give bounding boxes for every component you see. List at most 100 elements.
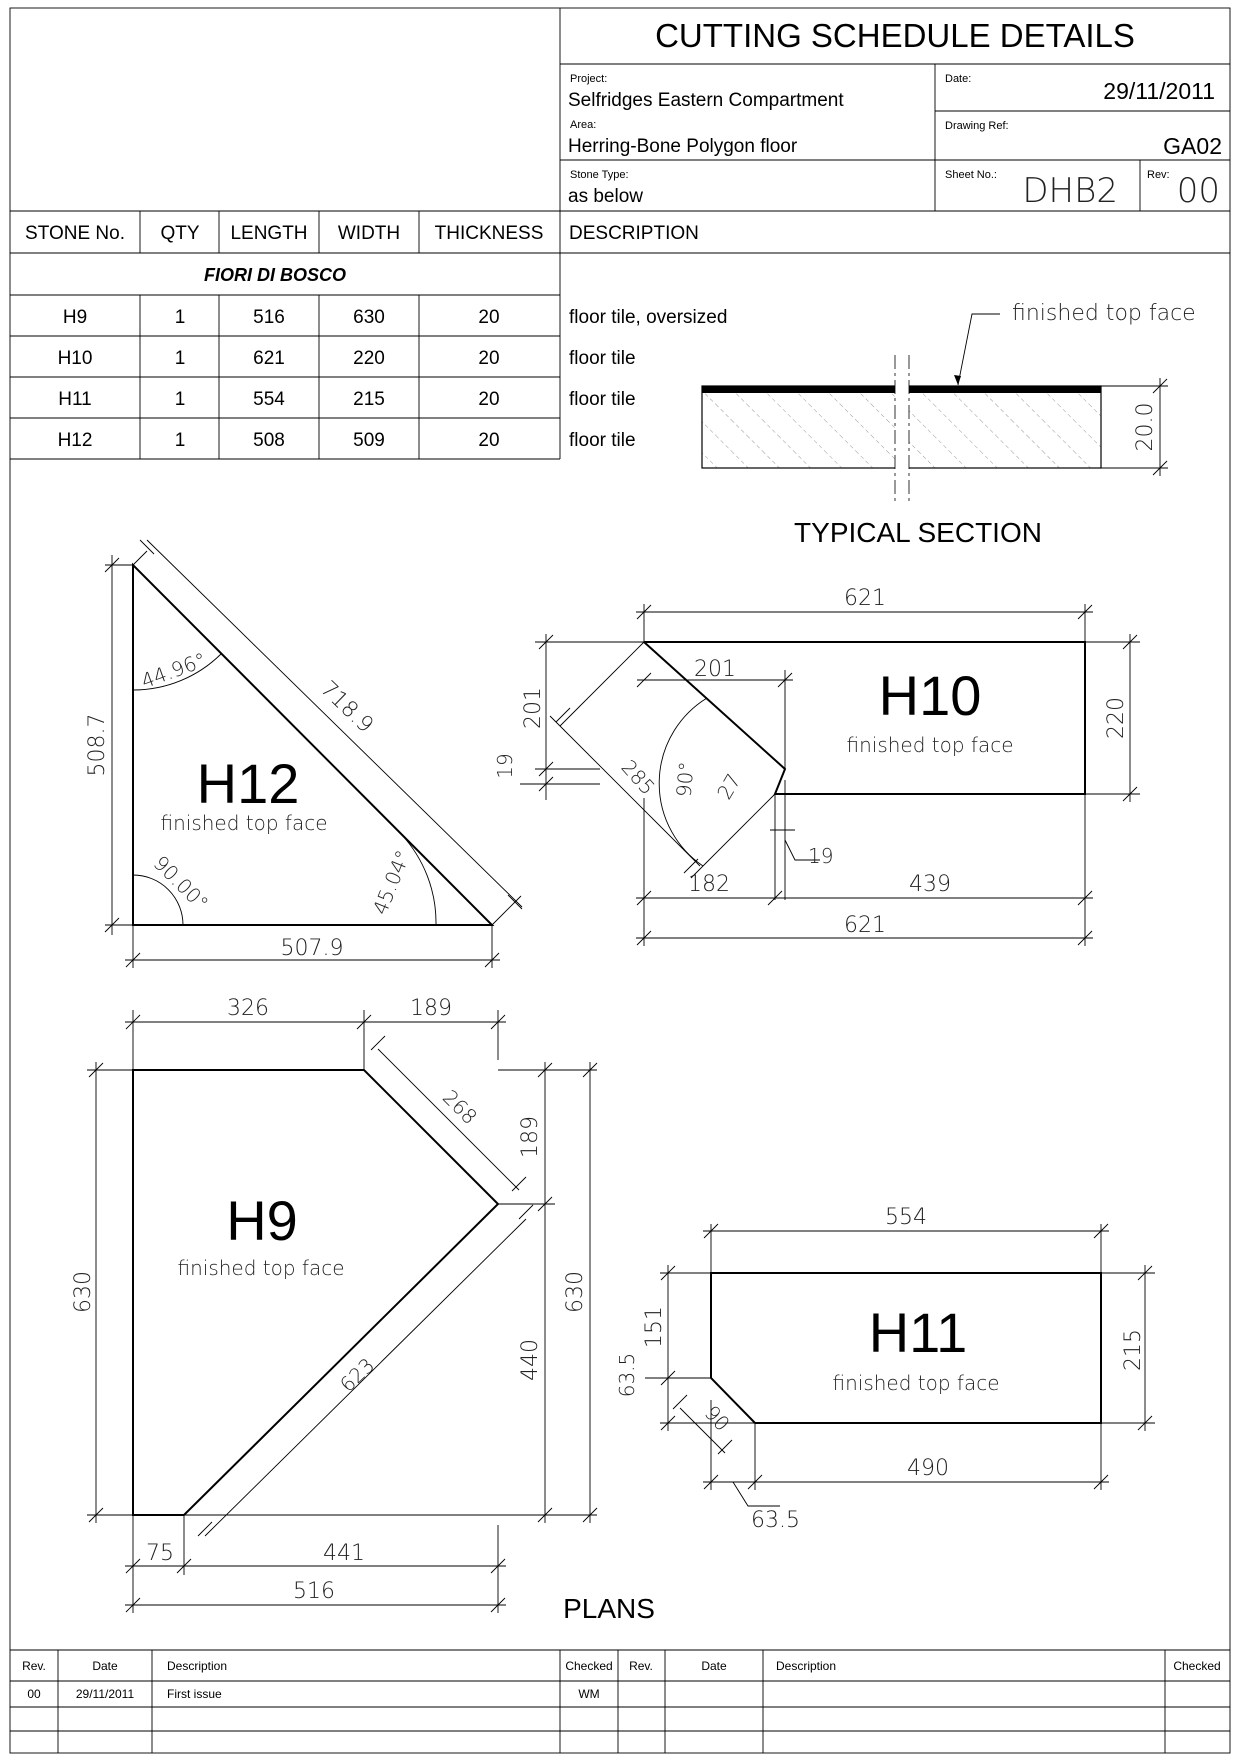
- cell-length: 516: [253, 307, 285, 328]
- stone-type-value: as below: [568, 186, 643, 207]
- stone-type-label: Stone Type:: [570, 169, 629, 181]
- h10-bottom-621-dim: 621: [844, 913, 886, 938]
- rev-col-checked-2: Checked: [1173, 1659, 1220, 1673]
- piece-h12: 508.7 718.9 507.9 44.96° 90.00° 45.04° H…: [85, 539, 523, 968]
- cell-width: 215: [353, 389, 385, 410]
- sheet-title: CUTTING SCHEDULE DETAILS: [655, 17, 1135, 54]
- rev-cell-checked: WM: [578, 1687, 599, 1701]
- cell-stone: H10: [58, 348, 93, 369]
- col-header-width: WIDTH: [338, 223, 400, 244]
- table-row: H12 1 508 509 20 floor tile: [58, 430, 636, 451]
- cell-thickness: 20: [478, 348, 499, 369]
- h10-left-19-dim: 19: [493, 753, 517, 778]
- cell-stone: H11: [58, 389, 91, 410]
- stone-group-label: FIORI DI BOSCO: [204, 265, 346, 285]
- h9-right-440-dim: 440: [518, 1339, 543, 1381]
- table-row: H9 1 516 630 20 floor tile, oversized: [63, 307, 728, 328]
- h11-top-dim: 554: [885, 1205, 927, 1230]
- rev-col-date: Date: [92, 1659, 118, 1673]
- cell-length: 621: [253, 348, 285, 369]
- cell-description: floor tile, oversized: [569, 307, 727, 328]
- piece-h9: 326 189 268 630 189 440 630 623: [71, 996, 598, 1613]
- col-header-length: LENGTH: [230, 223, 307, 244]
- h10-19b-dim: 19: [808, 844, 833, 868]
- h10-notch-dim: 201: [694, 657, 736, 682]
- h9-height-left-dim: 630: [71, 1271, 96, 1313]
- h10-height-dim: 220: [1104, 697, 1129, 739]
- h9-bottom-75-dim: 75: [146, 1541, 174, 1566]
- h11-diag-dim: 90: [700, 1401, 735, 1436]
- cell-description: floor tile: [569, 430, 636, 451]
- col-header-qty: QTY: [160, 223, 199, 244]
- cell-width: 630: [353, 307, 385, 328]
- table-row: H10 1 621 220 20 floor tile: [58, 348, 636, 369]
- section-title: TYPICAL SECTION: [794, 517, 1042, 548]
- h12-hypotenuse-dim: 718.9: [315, 676, 378, 738]
- h10-label: H10: [879, 664, 982, 727]
- col-header-stone: STONE No.: [25, 223, 125, 244]
- sheet-no-value: DHB2: [1022, 171, 1118, 211]
- rev-col-checked: Checked: [565, 1659, 612, 1673]
- cell-qty: 1: [175, 430, 186, 451]
- h11-left-151-dim: 151: [642, 1306, 667, 1348]
- h10-27-dim: 27: [712, 769, 746, 803]
- cell-thickness: 20: [478, 430, 499, 451]
- h10-angle-dim: 90°: [672, 761, 699, 798]
- h10-finished-label: finished top face: [846, 733, 1013, 757]
- date-label: Date:: [945, 73, 971, 85]
- h9-label: H9: [226, 1189, 298, 1252]
- h12-angle-top: 44.96°: [138, 648, 209, 694]
- cell-stone: H9: [63, 307, 87, 328]
- h9-bottom-516-dim: 516: [293, 1579, 335, 1604]
- rev-cell-date: 29/11/2011: [76, 1687, 135, 1701]
- cell-length: 508: [253, 430, 285, 451]
- drawing-ref-label: Drawing Ref:: [945, 120, 1009, 132]
- rev-cell-rev: 00: [27, 1687, 41, 1701]
- cell-width: 220: [353, 348, 385, 369]
- section-thickness-dim: 20.0: [1133, 403, 1158, 452]
- cell-qty: 1: [175, 348, 186, 369]
- h10-bottom-439-dim: 439: [909, 872, 951, 897]
- project-value: Selfridges Eastern Compartment: [568, 90, 844, 111]
- h10-left-201-dim: 201: [521, 687, 546, 729]
- plans-label: PLANS: [563, 1593, 655, 1624]
- cell-description: floor tile: [569, 389, 636, 410]
- rev-col-description-2: Description: [776, 1659, 836, 1673]
- col-header-description: DESCRIPTION: [569, 223, 699, 244]
- table-row: H11 1 554 215 20 floor tile: [58, 389, 635, 410]
- area-label: Area:: [570, 119, 596, 131]
- schedule-table: STONE No. QTY LENGTH WIDTH THICKNESS DES…: [10, 210, 1230, 460]
- h10-diag-dim: 285: [617, 755, 660, 799]
- cell-thickness: 20: [478, 389, 499, 410]
- rev-col-rev: Rev.: [22, 1659, 46, 1673]
- h12-angle-right: 45.04°: [368, 847, 415, 918]
- cell-length: 554: [253, 389, 285, 410]
- h9-finished-label: finished top face: [177, 1256, 344, 1280]
- piece-h10: 621 201 220 201 19 285 90° 27: [493, 586, 1140, 946]
- h11-bottom-635-dim: 63.5: [751, 1508, 800, 1533]
- table-row: 00 29/11/2011 First issue WM: [27, 1687, 599, 1701]
- h11-height-dim: 215: [1121, 1329, 1146, 1371]
- h11-label: H11: [869, 1301, 968, 1364]
- cell-qty: 1: [175, 389, 186, 410]
- rev-col-date-2: Date: [701, 1659, 727, 1673]
- sheet-no-label: Sheet No.:: [945, 169, 997, 181]
- rev-cell-description: First issue: [167, 1687, 222, 1701]
- drawing-ref-value: GA02: [1163, 133, 1222, 159]
- revision-table: Rev. Date Description Checked Rev. Date …: [10, 1649, 1230, 1753]
- cell-stone: H12: [58, 430, 93, 451]
- rev-value: 00: [1177, 171, 1220, 211]
- typical-section: finished top face 20.0 TYPICAL SECTION: [701, 301, 1196, 548]
- area-value: Herring-Bone Polygon floor: [568, 136, 798, 157]
- col-header-thickness: THICKNESS: [435, 223, 544, 244]
- h12-base-dim: 507.9: [281, 936, 344, 961]
- cell-width: 509: [353, 430, 385, 451]
- h11-bottom-490-dim: 490: [907, 1456, 949, 1481]
- rev-label: Rev:: [1147, 169, 1170, 181]
- h9-right-189-dim: 189: [518, 1116, 543, 1158]
- cell-qty: 1: [175, 307, 186, 328]
- h9-bottom-441-dim: 441: [323, 1541, 365, 1566]
- project-label: Project:: [570, 73, 607, 85]
- h9-height-right-dim: 630: [563, 1271, 588, 1313]
- h11-finished-label: finished top face: [832, 1371, 999, 1395]
